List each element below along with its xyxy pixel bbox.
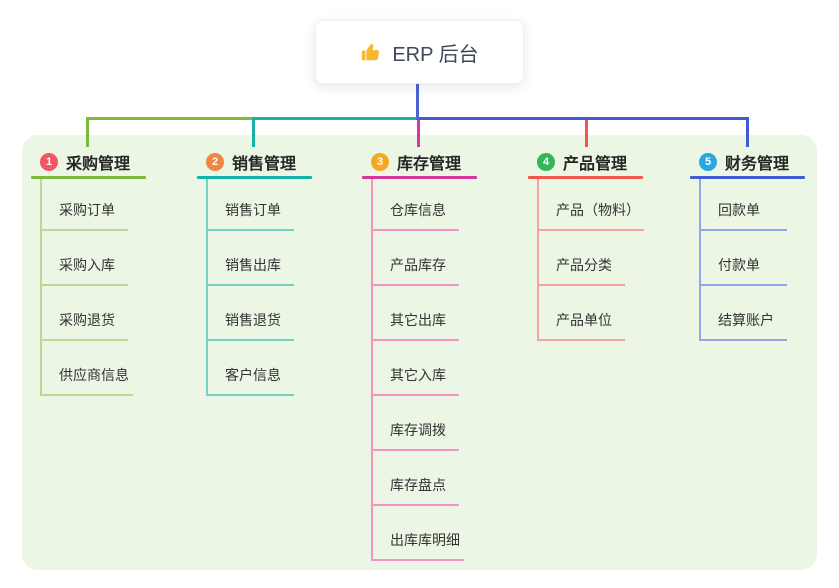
branch-4-node[interactable]: 4 产品管理 xyxy=(528,148,644,176)
branch-4-children: 产品（物料） 产品分类产品单位 xyxy=(537,179,644,341)
branch-1-title: 采购管理 xyxy=(66,156,131,173)
branch-4: 4 产品管理产品（物料） 产品分类产品单位 xyxy=(528,148,644,341)
branch-3-drop-line xyxy=(417,117,420,147)
branch-1-underline xyxy=(31,176,146,179)
branch-3-underline xyxy=(362,176,477,179)
child-node-label: 采购入库 xyxy=(59,257,115,273)
child-node-label: 销售退货 xyxy=(225,312,281,328)
branch-3-title: 库存管理 xyxy=(397,156,462,173)
branch-3-children: 仓库信息产品库存其它出库其它入库库存调拨库存盘点出库库明细 xyxy=(371,179,477,561)
branch-4-child-node[interactable]: 产品（物料） xyxy=(539,179,644,231)
branch-5-child-node[interactable]: 回款单 xyxy=(701,179,787,231)
branch-5-title: 财务管理 xyxy=(725,156,790,173)
branch-1-child-node[interactable]: 采购入库 xyxy=(42,231,128,286)
child-node-label: 出库库明细 xyxy=(390,532,460,548)
root-vertical-line xyxy=(416,82,419,120)
child-node-label: 销售出库 xyxy=(225,257,281,273)
branch-1-number-badge: 1 xyxy=(40,153,58,171)
branch-2-child-node[interactable]: 销售出库 xyxy=(208,231,294,286)
branch-2: 2 销售管理销售订单销售出库销售退货客户信息 xyxy=(197,148,312,396)
branch-5-node[interactable]: 5 财务管理 xyxy=(690,148,805,176)
branch-4-child-node[interactable]: 产品分类 xyxy=(539,231,625,286)
branch-5-underline xyxy=(690,176,805,179)
child-node-label: 其它出库 xyxy=(390,312,446,328)
branch-4-underline xyxy=(528,176,643,179)
branch-3-child-node[interactable]: 其它入库 xyxy=(373,341,459,396)
branch-2-child-node[interactable]: 销售退货 xyxy=(208,286,294,341)
child-node-label: 仓库信息 xyxy=(390,202,446,218)
branch-2-title: 销售管理 xyxy=(232,156,297,173)
branch-5-number-badge: 5 xyxy=(699,153,717,171)
branch-1-child-node[interactable]: 供应商信息 xyxy=(42,341,133,396)
child-node-label: 结算账户 xyxy=(718,312,774,328)
child-node-label: 库存调拨 xyxy=(390,422,446,438)
child-node-label: 销售订单 xyxy=(225,202,281,218)
branch-1-children: 采购订单采购入库采购退货供应商信息 xyxy=(40,179,146,396)
branch-1-drop-line xyxy=(86,117,89,147)
branch-1: 1 采购管理采购订单采购入库采购退货供应商信息 xyxy=(31,148,146,396)
branch-3-child-node[interactable]: 库存调拨 xyxy=(373,396,459,451)
branch-5-child-node[interactable]: 付款单 xyxy=(701,231,787,286)
branch-4-title: 产品管理 xyxy=(563,156,628,173)
thumbs-up-icon xyxy=(360,41,382,63)
branch-4-number-badge: 4 xyxy=(537,153,555,171)
child-node-label: 回款单 xyxy=(718,202,760,218)
branch-2-child-node[interactable]: 客户信息 xyxy=(208,341,294,396)
branch-5-child-node[interactable]: 结算账户 xyxy=(701,286,787,341)
branch-3-child-node[interactable]: 仓库信息 xyxy=(373,179,459,231)
branch-4-child-node[interactable]: 产品单位 xyxy=(539,286,625,341)
child-node-label: 客户信息 xyxy=(225,367,281,383)
branch-2-children: 销售订单销售出库销售退货客户信息 xyxy=(206,179,312,396)
root-node-erp[interactable]: ERP 后台 xyxy=(315,20,524,84)
branch-1-child-node[interactable]: 采购订单 xyxy=(42,179,128,231)
child-node-label: 付款单 xyxy=(718,257,760,273)
child-node-label: 采购订单 xyxy=(59,202,115,218)
branch-1-node[interactable]: 1 采购管理 xyxy=(31,148,146,176)
child-node-label: 产品分类 xyxy=(556,257,612,273)
branch-5: 5 财务管理回款单付款单结算账户 xyxy=(690,148,805,341)
child-node-label: 库存盘点 xyxy=(390,477,446,493)
root-node-label: ERP 后台 xyxy=(392,43,479,66)
branch-3-child-node[interactable]: 出库库明细 xyxy=(373,506,464,561)
branch-3: 3 库存管理仓库信息产品库存其它出库其它入库库存调拨库存盘点出库库明细 xyxy=(362,148,477,561)
branch-3-child-node[interactable]: 产品库存 xyxy=(373,231,459,286)
branch-3-node[interactable]: 3 库存管理 xyxy=(362,148,477,176)
branch-3-number-badge: 3 xyxy=(371,153,389,171)
branch-3-child-node[interactable]: 其它出库 xyxy=(373,286,459,341)
child-node-label: 产品库存 xyxy=(390,257,446,273)
branch-2-number-badge: 2 xyxy=(206,153,224,171)
branch-1-child-node[interactable]: 采购退货 xyxy=(42,286,128,341)
branches-panel xyxy=(22,135,817,570)
branch-2-child-node[interactable]: 销售订单 xyxy=(208,179,294,231)
branch-2-underline xyxy=(197,176,312,179)
child-node-label: 产品单位 xyxy=(556,312,612,328)
child-node-label: 其它入库 xyxy=(390,367,446,383)
branch-5-children: 回款单付款单结算账户 xyxy=(699,179,805,341)
branch-2-drop-line xyxy=(252,117,255,147)
branch-4-drop-line xyxy=(585,117,588,147)
branch-5-drop-line xyxy=(746,117,749,147)
child-node-label: 产品（物料） xyxy=(556,202,640,218)
branch-3-child-node[interactable]: 库存盘点 xyxy=(373,451,459,506)
child-node-label: 采购退货 xyxy=(59,312,115,328)
child-node-label: 供应商信息 xyxy=(59,367,129,383)
horizontal-line-teal xyxy=(252,117,420,120)
branch-2-node[interactable]: 2 销售管理 xyxy=(197,148,312,176)
horizontal-line-blue xyxy=(417,117,749,120)
